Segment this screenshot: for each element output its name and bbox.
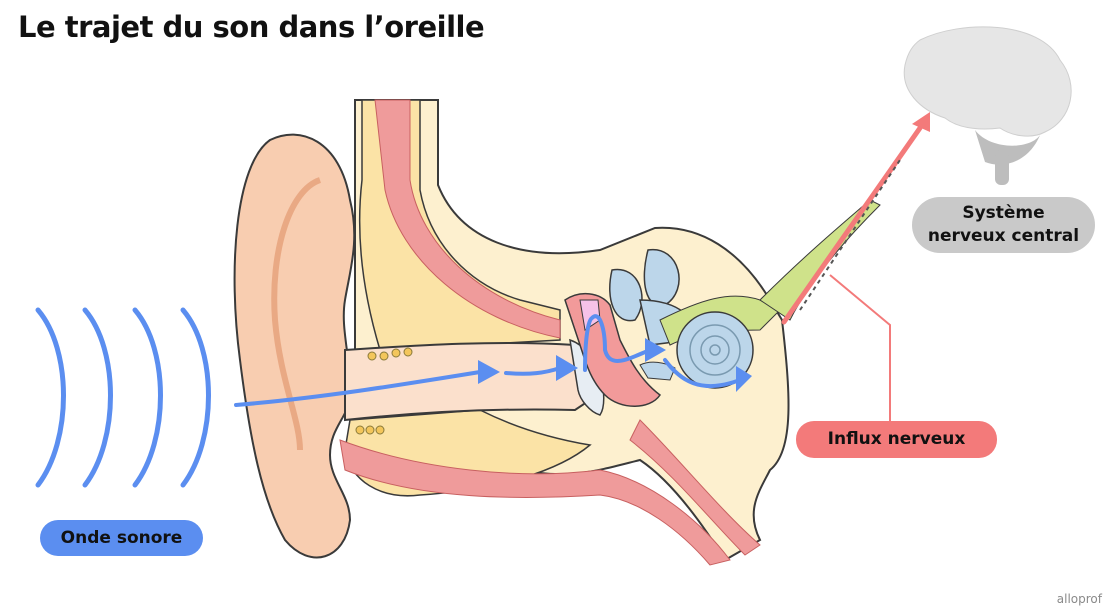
page-title: Le trajet du son dans l’oreille bbox=[18, 10, 485, 44]
arrow-icon bbox=[234, 314, 742, 407]
brain-icon bbox=[903, 26, 1072, 185]
sound-wave-icon bbox=[35, 307, 211, 488]
ear-icon bbox=[233, 99, 881, 566]
nerve-impulse-label: Influx nerveux bbox=[796, 421, 997, 458]
cns-label-line1: Système bbox=[962, 203, 1045, 223]
central-nervous-system-label: Système nerveux central bbox=[912, 197, 1095, 253]
sound-wave-label: Onde sonore bbox=[40, 520, 203, 556]
cns-label-line2: nerveux central bbox=[927, 226, 1080, 246]
brand-logo: alloprof bbox=[1056, 592, 1102, 606]
